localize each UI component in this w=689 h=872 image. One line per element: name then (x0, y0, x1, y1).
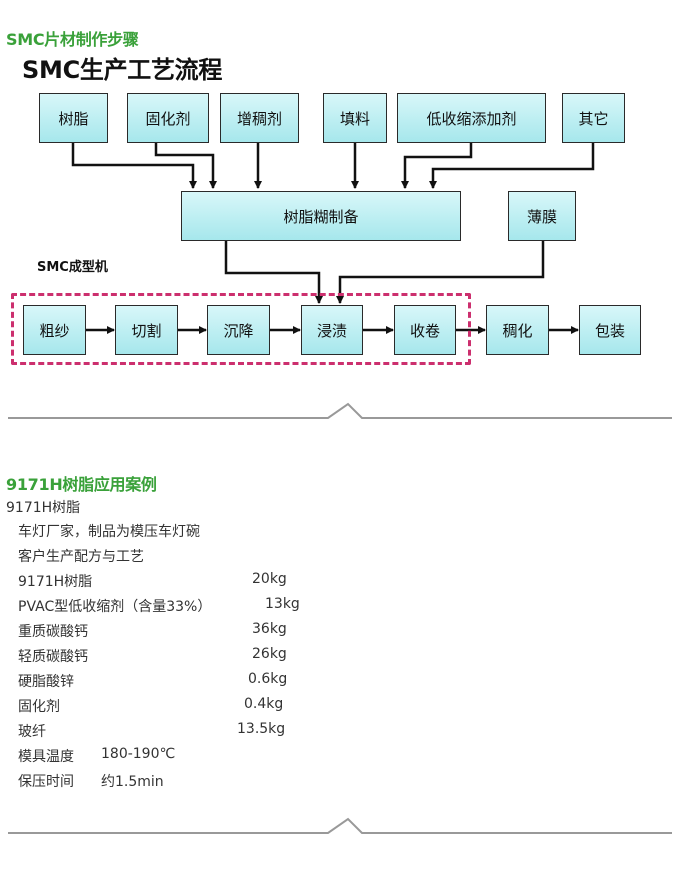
input-box-thickener: 增稠剂 (220, 93, 299, 143)
process-name: 保压时间 (18, 774, 74, 790)
line-box-cutting: 切割 (115, 305, 178, 355)
ingredient-name: 重质碳酸钙 (18, 624, 88, 640)
connector-other (429, 143, 595, 189)
post-box-thickening: 稠化 (486, 305, 549, 355)
line-box-settling: 沉降 (207, 305, 270, 355)
bottom-divider-wrap (8, 817, 672, 834)
ingredient-name: 硬脂酸锌 (18, 674, 74, 690)
connector-hardener (154, 143, 217, 189)
mix-box-resin-paste: 树脂糊制备 (181, 191, 461, 241)
machine-frame (11, 293, 471, 365)
ingredient-amount: 0.6kg (248, 671, 288, 687)
machine-label: SMC成型机 (37, 260, 108, 275)
connector-film-impregnation (336, 241, 545, 304)
flow-connectors (8, 143, 672, 419)
section-divider (8, 402, 672, 419)
section-title-case: 9171H树脂应用案例 (6, 475, 157, 494)
section-divider (8, 817, 672, 834)
ingredient-name: 固化剂 (18, 699, 60, 715)
ingredient-amount: 0.4kg (244, 696, 284, 712)
ingredient-amount: 20kg (252, 571, 287, 587)
line-box-roving: 粗纱 (23, 305, 86, 355)
process-value: 约1.5min (101, 774, 164, 790)
diagram-title: SMC生产工艺流程 (22, 56, 223, 84)
ingredient-name: 轻质碳酸钙 (18, 649, 88, 665)
ingredient-amount: 13kg (265, 596, 300, 612)
recipe-subtitle: 客户生产配方与工艺 (18, 549, 144, 565)
input-box-resin: 树脂 (39, 93, 108, 143)
line-box-impregnation: 浸渍 (301, 305, 363, 355)
film-box: 薄膜 (508, 191, 576, 241)
input-box-low-shrink: 低收缩添加剂 (397, 93, 546, 143)
product-name: 9171H树脂 (6, 500, 81, 516)
section-title-smc-steps: SMC片材制作步骤 (6, 30, 139, 49)
connector-mix-impregnation (224, 241, 323, 304)
connector-lowshrink (401, 143, 473, 189)
ingredient-name: 玻纤 (18, 724, 46, 740)
input-box-hardener: 固化剂 (127, 93, 209, 143)
process-value: 180-190℃ (101, 746, 176, 762)
ingredient-amount: 26kg (252, 646, 287, 662)
post-box-packaging: 包装 (579, 305, 641, 355)
input-box-other: 其它 (562, 93, 625, 143)
case-description: 车灯厂家，制品为模压车灯碗 (18, 524, 200, 540)
ingredient-name: PVAC型低收缩剂（含量33%） (18, 599, 212, 615)
connector-resin (71, 143, 197, 189)
ingredient-name: 9171H树脂 (18, 574, 93, 590)
ingredient-amount: 13.5kg (237, 721, 286, 737)
process-name: 模具温度 (18, 749, 74, 765)
ingredient-amount: 36kg (252, 621, 287, 637)
line-box-winding: 收卷 (394, 305, 456, 355)
input-box-filler: 填料 (323, 93, 387, 143)
